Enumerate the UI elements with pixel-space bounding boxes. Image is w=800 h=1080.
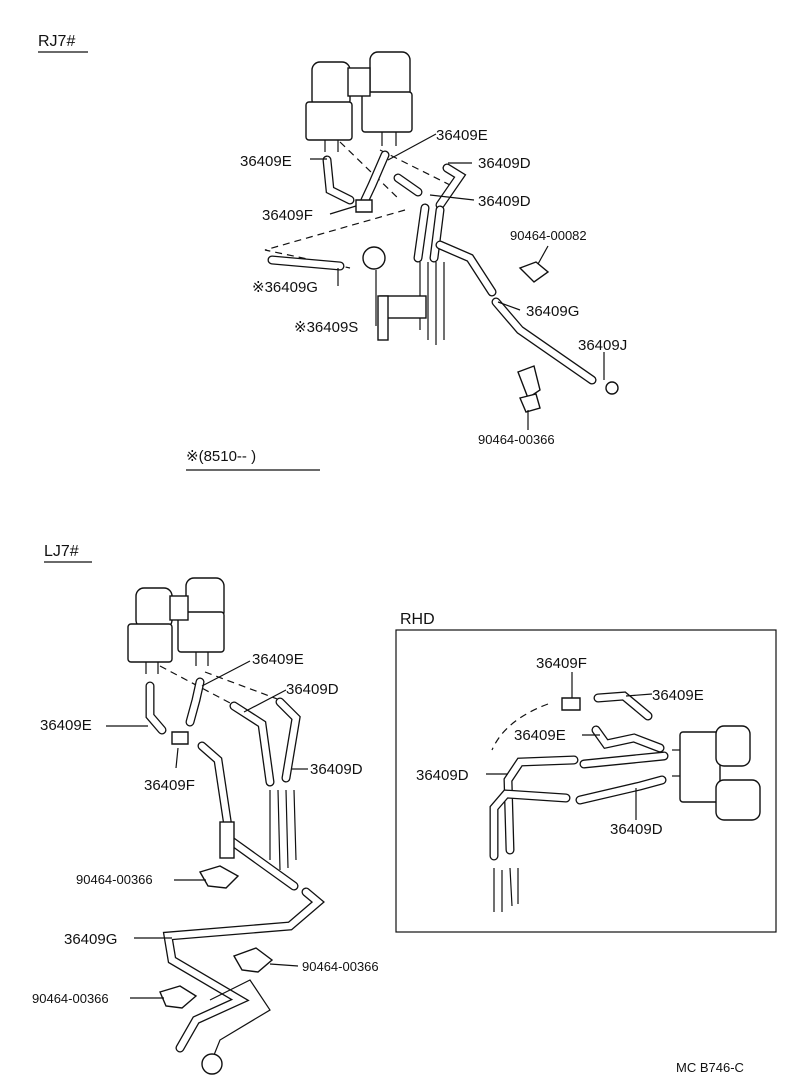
lj7-label-clamp-3: 90464-00366: [32, 991, 109, 1006]
rhd-hoses: [489, 691, 669, 912]
rj7-label-36409d-upper: 36409D: [478, 155, 531, 172]
rj7-leader-lines: [310, 133, 605, 430]
rj7-hoses: [267, 150, 597, 385]
rhd-label-36409d-left: 36409D: [416, 767, 469, 784]
lj7-label-clamp-2: 90464-00366: [302, 959, 379, 974]
rj7-label-36409g-right: 36409G: [526, 303, 579, 320]
lj7-label-36409e-top: 36409E: [252, 651, 304, 668]
rhd-fitting-36409f: [561, 697, 581, 711]
rj7-label-36409j: 36409J: [578, 337, 627, 354]
rj7-footnote: ※(8510-- ): [186, 448, 256, 465]
rhd-inset-frame: [395, 629, 777, 933]
lj7-section: LJ7#: [32, 543, 379, 1075]
lj7-fittings: [159, 731, 274, 1075]
rj7-header: RJ7#: [38, 33, 75, 50]
lj7-label-clamp-1: 90464-00366: [76, 872, 153, 887]
lj7-label-36409g: 36409G: [64, 931, 117, 948]
rj7-label-36409d-lower: 36409D: [478, 193, 531, 210]
rhd-label-36409d-bottom: 36409D: [610, 821, 663, 838]
lj7-leader-lines: [106, 660, 308, 999]
lj7-label-36409d-upper: 36409D: [286, 681, 339, 698]
lj7-label-36409d-lower: 36409D: [310, 761, 363, 778]
lj7-label-36409f: 36409F: [144, 777, 195, 794]
rj7-label-clamp-90464-00082: 90464-00082: [510, 228, 587, 243]
lj7-header: LJ7#: [44, 543, 79, 560]
rj7-label-36409g-left: ※36409G: [252, 279, 318, 296]
rj7-vsv-actuators: [305, 51, 413, 152]
rhd-vsv-actuators: [672, 725, 761, 821]
rhd-label-36409e-left: 36409E: [514, 727, 566, 744]
rj7-section: RJ7#: [38, 33, 627, 471]
diagram-code: MC B746-C: [676, 1060, 744, 1075]
rhd-inset: RHD: [395, 611, 777, 933]
lj7-hoses: [145, 677, 325, 1061]
rj7-label-36409e-left: 36409E: [240, 153, 292, 170]
lj7-label-36409e-left: 36409E: [40, 717, 92, 734]
rhd-header: RHD: [400, 611, 435, 628]
lj7-vsv-actuators: [127, 577, 225, 674]
rj7-label-36409s: ※36409S: [294, 319, 358, 336]
rj7-label-clamp-90464-00366: 90464-00366: [478, 432, 555, 447]
rhd-label-36409e-right: 36409E: [652, 687, 704, 704]
rhd-label-36409f: 36409F: [536, 655, 587, 672]
rj7-label-36409f: 36409F: [262, 207, 313, 224]
rj7-label-36409e-top: 36409E: [436, 127, 488, 144]
rhd-leader-lines: [486, 672, 653, 820]
rj7-fittings: [355, 199, 619, 413]
